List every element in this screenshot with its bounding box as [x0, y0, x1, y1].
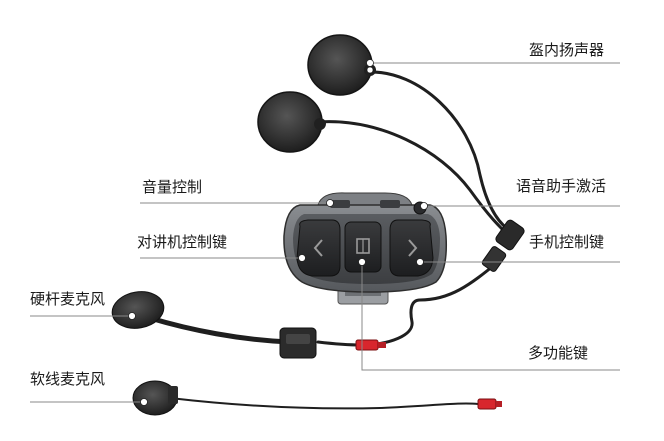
dot-volume [326, 199, 334, 207]
wired-mic-connector [477, 398, 502, 410]
label-boom-mic: 硬杆麦克风 [30, 290, 106, 308]
dot-speaker [366, 59, 374, 67]
label-phone-key: 手机控制键 [529, 233, 605, 251]
boom-mic-arm [147, 315, 293, 345]
wired-mic-cable [169, 397, 479, 410]
speaker-1-cable [366, 70, 514, 234]
label-volume-control: 音量控制 [142, 178, 203, 196]
label-wired-mic: 软线麦克风 [30, 370, 106, 388]
chevron-left-icon [313, 239, 323, 257]
leader-lines [30, 62, 620, 403]
label-helmet-speakers: 盔内扬声器 [529, 41, 605, 59]
right-button [389, 219, 434, 277]
main-lead-cable [358, 260, 500, 347]
left-button [296, 219, 341, 277]
chevron-right-icon [408, 239, 418, 257]
boom-mic-connector [355, 339, 386, 351]
dot-phone [416, 258, 424, 266]
leader-multifunction [361, 262, 620, 371]
cables [147, 70, 514, 410]
square-glyph-icon [356, 238, 370, 254]
wired-microphone [132, 380, 178, 416]
label-intercom-key: 对讲机控制键 [137, 233, 228, 251]
boom-mic-cable [316, 340, 364, 347]
label-multifunction-key: 多功能键 [528, 344, 589, 362]
marker-dots [128, 59, 428, 406]
boom-microphone [111, 291, 317, 359]
audio-connector [481, 219, 525, 272]
dot-intercom [298, 254, 306, 262]
speaker-1 [307, 34, 376, 96]
speaker-2-cable [316, 120, 514, 240]
label-voice-assistant: 语音助手激活 [516, 177, 607, 195]
dot-wired-mic [140, 398, 148, 406]
speaker-2 [257, 91, 326, 153]
dot-multifunction [358, 258, 366, 266]
dot-voice-assistant [420, 202, 428, 210]
dot-boom-mic [128, 312, 136, 320]
